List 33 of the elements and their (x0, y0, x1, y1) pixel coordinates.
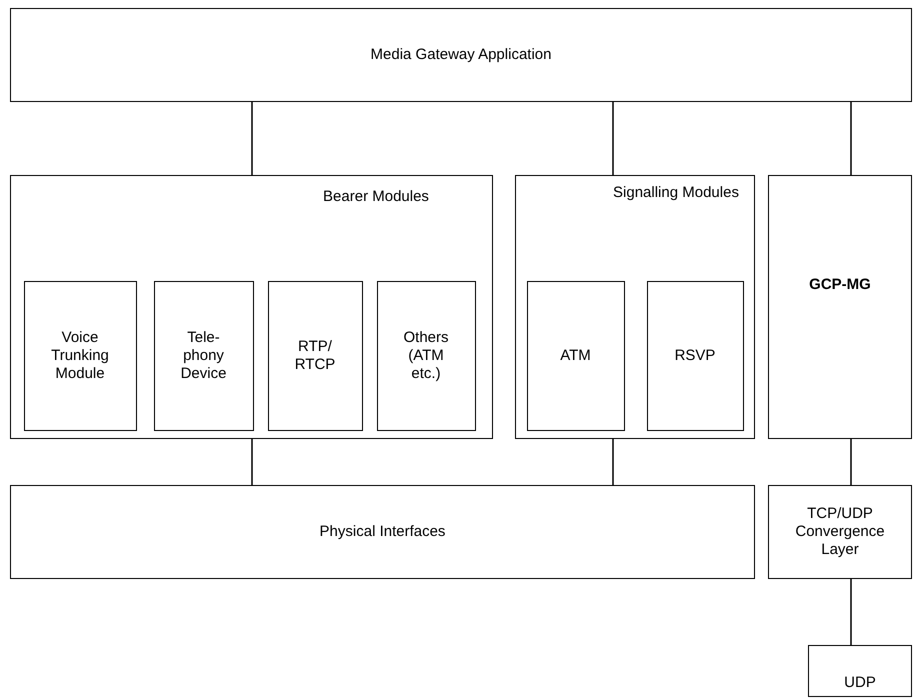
module-label: TCP/UDP Convergence Layer (794, 505, 886, 559)
connector-line (251, 439, 253, 485)
module-label: UDP (844, 674, 876, 692)
module-label: Tele- phony Device (180, 328, 228, 382)
module-box (646, 280, 744, 430)
module-label: RSVP (674, 346, 716, 364)
connector-line (850, 579, 852, 645)
group-heading: Signalling Modules (612, 184, 740, 202)
module-box (768, 175, 912, 439)
module-label: GCP-MG (809, 276, 871, 294)
connector-line (850, 102, 852, 175)
module-group-box (10, 175, 493, 439)
module-box (154, 280, 254, 430)
connector-line (251, 102, 253, 175)
connector-line (850, 439, 852, 485)
group-heading: Bearer Modules (322, 188, 430, 206)
module-group-box (515, 175, 755, 439)
module-box (10, 8, 912, 102)
module-box (268, 280, 362, 430)
module-box (808, 645, 912, 697)
connector-line (612, 439, 614, 485)
module-label: Physical Interfaces (320, 523, 446, 541)
connector-line (612, 102, 614, 175)
module-label: Voice Trunking Module (50, 328, 110, 382)
module-box (376, 280, 476, 430)
module-label: Others (ATM etc.) (402, 328, 450, 382)
module-box (768, 485, 912, 579)
module-label: RTP/ RTCP (294, 338, 336, 374)
module-label: ATM (560, 346, 591, 364)
module-box (10, 485, 755, 579)
module-label: Media Gateway Application (370, 46, 552, 64)
module-box (24, 280, 136, 430)
module-box (526, 280, 624, 430)
